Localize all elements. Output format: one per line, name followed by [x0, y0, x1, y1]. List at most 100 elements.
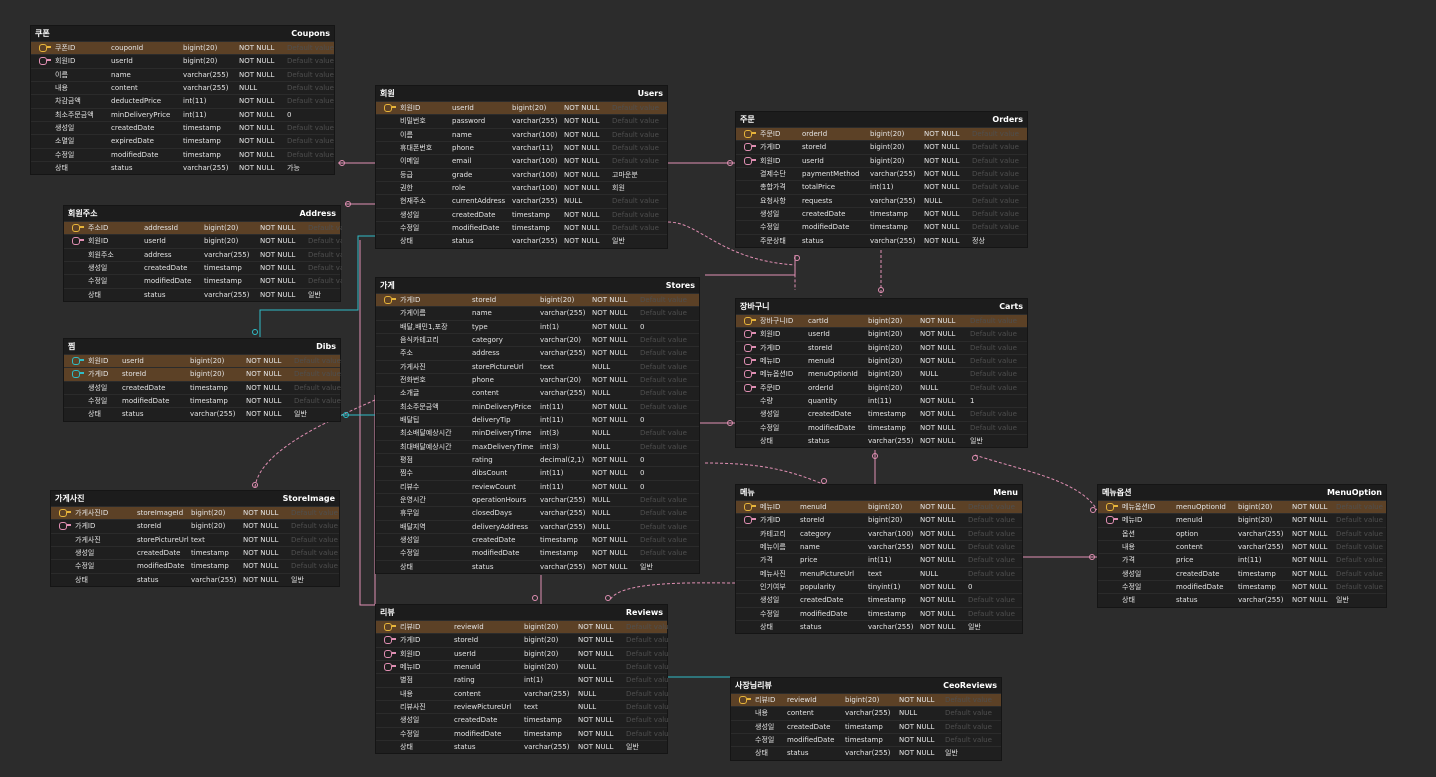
column-row[interactable]: 음식카테고리categoryvarchar(20)NOT NULLDefault…	[376, 332, 699, 346]
column-row[interactable]: 생성일createdDatetimestampNOT NULLDefault v…	[736, 206, 1027, 220]
column-row[interactable]: 메뉴IDmenuIdbigint(20)NOT NULLDefault valu…	[1098, 513, 1386, 526]
column-row[interactable]: 상태statusvarchar(255)NOT NULL일반	[51, 572, 339, 586]
column-row[interactable]: 상태statusvarchar(255)NOT NULL일반	[376, 234, 667, 247]
table-orders[interactable]: 주문Orders주문IDorderIdbigint(20)NOT NULLDef…	[735, 111, 1028, 248]
column-row[interactable]: 운영시간operationHoursvarchar(255)NULLDefaul…	[376, 492, 699, 506]
column-row[interactable]: 최대배달예상시간maxDeliveryTimeint(3)NULLDefault…	[376, 439, 699, 453]
column-row[interactable]: 내용contentvarchar(255)NULLDefault value	[731, 706, 1001, 719]
column-row[interactable]: 생성일createdDatetimestampNOT NULLDefault v…	[1098, 566, 1386, 580]
column-row[interactable]: 회원IDuserIdbigint(20)NOT NULLDefault valu…	[376, 101, 667, 115]
column-row[interactable]: 리뷰IDreviewIdbigint(20)NOT NULLDefault va…	[376, 620, 669, 634]
table-header[interactable]: 가게Stores	[376, 278, 699, 293]
column-row[interactable]: 내용contentvarchar(255)NULLDefault value	[376, 686, 669, 700]
table-address[interactable]: 회원주소Address주소IDaddressIdbigint(20)NOT NU…	[63, 205, 342, 302]
column-row[interactable]: 휴대폰번호phonevarchar(11)NOT NULLDefault val…	[376, 140, 667, 154]
column-row[interactable]: 요청사항requestsvarchar(255)NULLDefault valu…	[736, 193, 1027, 207]
column-row[interactable]: 메뉴옵션IDmenuOptionIdbigint(20)NOT NULLDefa…	[1098, 500, 1386, 514]
column-row[interactable]: 내용contentvarchar(255)NOT NULLDefault val…	[1098, 539, 1386, 553]
table-header[interactable]: 메뉴Menu	[736, 485, 1022, 500]
column-row[interactable]: 회원IDuserIdbigint(20)NOT NULLDefault valu…	[31, 54, 334, 67]
column-row[interactable]: 생성일createdDatetimestampNOT NULLDefault v…	[51, 545, 339, 559]
column-row[interactable]: 수량quantityint(11)NOT NULL1	[736, 393, 1027, 407]
table-coupons[interactable]: 쿠폰Coupons쿠폰IDcouponIdbigint(20)NOT NULLD…	[30, 25, 335, 176]
column-row[interactable]: 주소IDaddressIdbigint(20)NOT NULLDefault v…	[64, 221, 342, 235]
column-row[interactable]: 상태statusvarchar(255)NOT NULL일반	[736, 619, 1022, 633]
column-row[interactable]: 인기여부popularitytinyint(1)NOT NULL0	[736, 579, 1022, 593]
column-row[interactable]: 수정일modifiedDatetimestampNOT NULLDefault …	[64, 393, 341, 407]
column-row[interactable]: 메뉴이름namevarchar(255)NOT NULLDefault valu…	[736, 539, 1022, 553]
column-row[interactable]: 생성일createdDatetimestampNOT NULLDefault v…	[731, 719, 1001, 733]
column-row[interactable]: 메뉴IDmenuIdbigint(20)NOT NULLDefault valu…	[736, 500, 1022, 514]
column-row[interactable]: 주문IDorderIdbigint(20)NULLDefault value	[736, 380, 1027, 394]
column-row[interactable]: 회원IDuserIdbigint(20)NOT NULLDefault valu…	[736, 327, 1027, 340]
table-header[interactable]: 주문Orders	[736, 112, 1027, 127]
column-row[interactable]: 가게IDstoreIdbigint(20)NOT NULLDefault val…	[376, 633, 669, 646]
column-row[interactable]: 생성일createdDatetimestampNOT NULLDefault v…	[376, 207, 667, 221]
column-row[interactable]: 리뷰사진reviewPictureUrltextNULLDefault valu…	[376, 699, 669, 713]
column-row[interactable]: 평점ratingdecimal(2,1)NOT NULL0	[376, 452, 699, 466]
column-row[interactable]: 가게IDstoreIdbigint(20)NOT NULLDefault val…	[736, 340, 1027, 354]
table-header[interactable]: 회원Users	[376, 86, 667, 101]
table-stores[interactable]: 가게Stores가게IDstoreIdbigint(20)NOT NULLDef…	[375, 277, 700, 574]
column-row[interactable]: 주소addressvarchar(255)NOT NULLDefault val…	[376, 346, 699, 359]
column-row[interactable]: 총합가격totalPriceint(11)NOT NULLDefault val…	[736, 180, 1027, 193]
column-row[interactable]: 카테고리categoryvarchar(100)NOT NULLDefault …	[736, 526, 1022, 540]
column-row[interactable]: 등급gradevarchar(100)NOT NULL고마운분	[376, 167, 667, 181]
table-users[interactable]: 회원Users회원IDuserIdbigint(20)NOT NULLDefau…	[375, 85, 668, 249]
column-row[interactable]: 주문상태statusvarchar(255)NOT NULL정상	[736, 233, 1027, 247]
table-storeimage[interactable]: 가게사진StoreImage가게사진IDstoreImageIdbigint(2…	[50, 490, 340, 587]
table-header[interactable]: 메뉴옵션MenuOption	[1098, 485, 1386, 500]
column-row[interactable]: 차감금액deductedPriceint(11)NOT NULLDefault …	[31, 94, 334, 107]
column-row[interactable]: 소멸일expiredDatetimestampNOT NULLDefault v…	[31, 134, 334, 147]
column-row[interactable]: 상태statusvarchar(255)NOT NULL가능	[31, 160, 334, 174]
column-row[interactable]: 휴무일closedDaysvarchar(255)NULLDefault val…	[376, 506, 699, 519]
column-row[interactable]: 생성일createdDatetimestampNOT NULLDefault v…	[376, 532, 699, 546]
column-row[interactable]: 현재주소currentAddressvarchar(255)NULLDefaul…	[376, 194, 667, 207]
table-menu[interactable]: 메뉴Menu메뉴IDmenuIdbigint(20)NOT NULLDefaul…	[735, 484, 1023, 635]
column-row[interactable]: 가게IDstoreIdbigint(20)NOT NULLDefault val…	[736, 140, 1027, 153]
column-row[interactable]: 이름namevarchar(255)NOT NULLDefault value	[31, 67, 334, 81]
column-row[interactable]: 가격priceint(11)NOT NULLDefault value	[1098, 553, 1386, 566]
table-header[interactable]: 가게사진StoreImage	[51, 491, 339, 506]
column-row[interactable]: 회원IDuserIdbigint(20)NOT NULLDefault valu…	[64, 234, 342, 247]
column-row[interactable]: 회원IDuserIdbigint(20)NOT NULLDefault valu…	[376, 646, 669, 660]
table-header[interactable]: 찜Dibs	[64, 339, 340, 354]
column-row[interactable]: 메뉴IDmenuIdbigint(20)NULLDefault value	[376, 659, 669, 673]
column-row[interactable]: 수정일modifiedDatetimestampNOT NULLDefault …	[376, 546, 699, 559]
table-header[interactable]: 장바구니Carts	[736, 299, 1027, 314]
column-row[interactable]: 배달지역deliveryAddressvarchar(255)NULLDefau…	[376, 519, 699, 533]
column-row[interactable]: 수정일modifiedDatetimestampNOT NULLDefault …	[1098, 579, 1386, 593]
column-row[interactable]: 결제수단paymentMethodvarchar(255)NOT NULLDef…	[736, 166, 1027, 180]
table-header[interactable]: 리뷰Reviews	[376, 605, 667, 620]
column-row[interactable]: 찜수dibsCountint(11)NOT NULL0	[376, 466, 699, 479]
column-row[interactable]: 비밀번호passwordvarchar(255)NOT NULLDefault …	[376, 114, 667, 127]
column-row[interactable]: 메뉴IDmenuIdbigint(20)NOT NULLDefault valu…	[736, 353, 1027, 367]
column-row[interactable]: 회원주소addressvarchar(255)NOT NULLDefault v…	[64, 247, 342, 261]
column-row[interactable]: 가격priceint(11)NOT NULLDefault value	[736, 553, 1022, 566]
column-row[interactable]: 내용contentvarchar(255)NULLDefault value	[31, 80, 334, 94]
column-row[interactable]: 옵션optionvarchar(255)NOT NULLDefault valu…	[1098, 526, 1386, 540]
table-header[interactable]: 회원주소Address	[64, 206, 340, 221]
table-carts[interactable]: 장바구니Carts장바구니IDcartIdbigint(20)NOT NULLD…	[735, 298, 1028, 449]
column-row[interactable]: 수정일modifiedDatetimestampNOT NULLDefault …	[736, 606, 1022, 620]
column-row[interactable]: 최소주문금액minDeliveryPriceint(11)NOT NULLDef…	[376, 399, 699, 413]
column-row[interactable]: 수정일modifiedDatetimestampNOT NULLDefault …	[736, 420, 1027, 434]
table-reviews[interactable]: 리뷰Reviews리뷰IDreviewIdbigint(20)NOT NULLD…	[375, 604, 669, 755]
column-row[interactable]: 수정일modifiedDatetimestampNOT NULLDefault …	[31, 147, 334, 161]
table-menuoption[interactable]: 메뉴옵션MenuOption메뉴옵션IDmenuOptionIdbigint(2…	[1097, 484, 1387, 608]
column-row[interactable]: 전화번호phonevarchar(20)NOT NULLDefault valu…	[376, 372, 699, 386]
column-row[interactable]: 상태statusvarchar(255)NOT NULL일반	[731, 746, 1001, 759]
column-row[interactable]: 가게사진IDstoreImageIdbigint(20)NOT NULLDefa…	[51, 506, 339, 520]
column-row[interactable]: 상태statusvarchar(255)NOT NULL일반	[64, 287, 340, 301]
column-row[interactable]: 배달팁deliveryTipint(11)NOT NULL0	[376, 412, 699, 426]
column-row[interactable]: 메뉴옵션IDmenuOptionIdbigint(20)NULLDefault …	[736, 367, 1027, 380]
table-header[interactable]: 사장님리뷰CeoReviews	[731, 678, 1001, 693]
column-row[interactable]: 배달,배민1,포장typeint(1)NOT NULL0	[376, 319, 699, 333]
column-row[interactable]: 최소배달예상시간minDeliveryTimeint(3)NULLDefault…	[376, 426, 699, 439]
column-row[interactable]: 생성일createdDatetimestampNOT NULLDefault v…	[736, 407, 1027, 420]
column-row[interactable]: 리뷰수reviewCountint(11)NOT NULL0	[376, 479, 699, 493]
column-row[interactable]: 가게IDstoreIdbigint(20)NOT NULLDefault val…	[736, 513, 1022, 526]
column-row[interactable]: 쿠폰IDcouponIdbigint(20)NOT NULLDefault va…	[31, 41, 334, 55]
column-row[interactable]: 메뉴사진menuPictureUrltextNULLDefault value	[736, 566, 1022, 580]
column-row[interactable]: 가게이름namevarchar(255)NOT NULLDefault valu…	[376, 306, 699, 319]
